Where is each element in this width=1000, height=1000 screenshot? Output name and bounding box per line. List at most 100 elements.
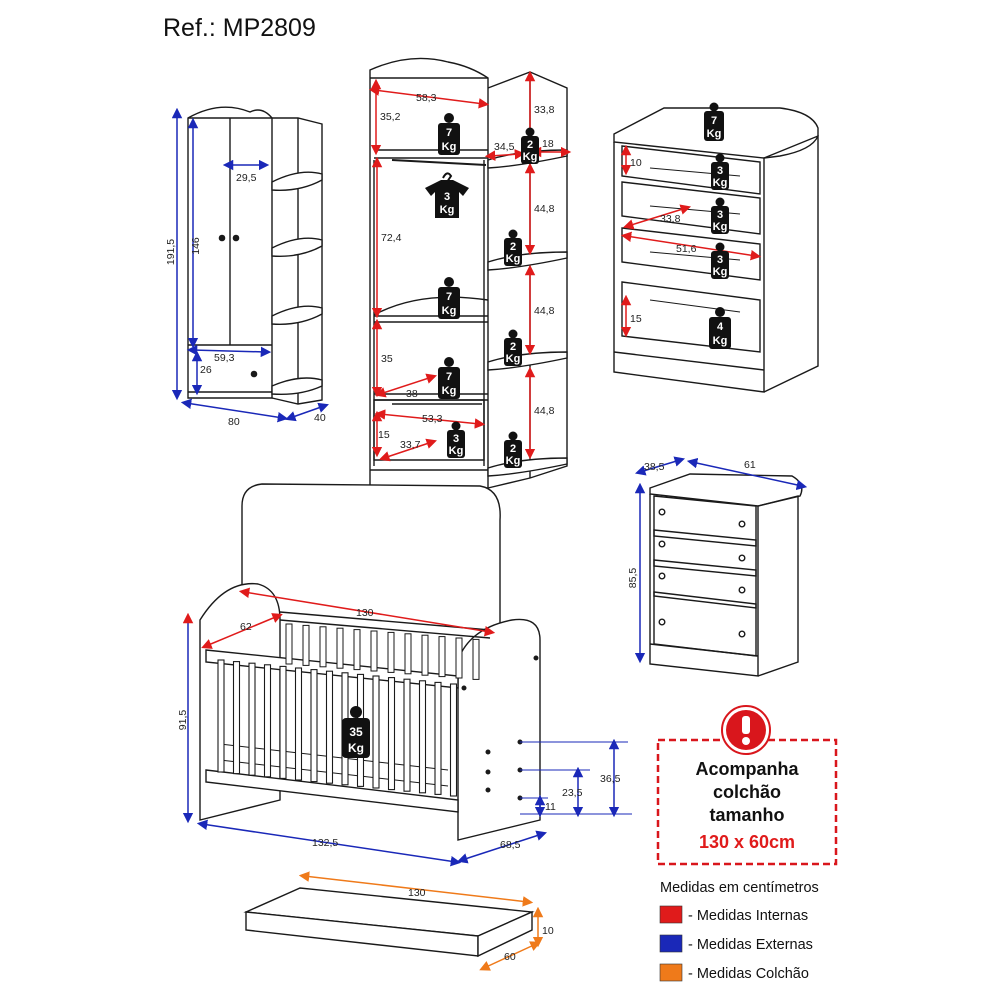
dim-shelf-gap-1: 44,8 xyxy=(534,203,555,215)
dim-crib-height: 91,5 xyxy=(177,710,189,731)
crib-back-slat xyxy=(438,636,446,678)
weight-badge: 2 Kg xyxy=(504,431,522,468)
dim-crib-inner-length: 130 xyxy=(356,607,374,619)
crib-slats xyxy=(217,623,480,797)
dim-crib-depth: 68,5 xyxy=(500,839,521,851)
svg-text:3: 3 xyxy=(717,165,723,177)
dim-height-doors: 146 xyxy=(190,237,202,255)
dim-crib-length: 132,5 xyxy=(312,837,338,849)
svg-text:2: 2 xyxy=(527,139,533,151)
dim-width: 80 xyxy=(228,416,240,428)
dim-height-total: 191,5 xyxy=(165,239,177,265)
weight-badge: 7 Kg xyxy=(438,357,460,399)
crib-slat xyxy=(387,677,396,791)
dim-shelf-gap-3: 44,8 xyxy=(534,405,555,417)
legend-swatch-mattress xyxy=(659,963,683,982)
crib-back-slat xyxy=(387,631,395,673)
dim-drawer-width-tall: 53,3 xyxy=(422,413,443,425)
dim-crib-inner-depth: 62 xyxy=(240,621,252,633)
svg-text:Kg: Kg xyxy=(449,445,464,457)
dim-lower-height: 35 xyxy=(381,353,393,365)
crib-slat xyxy=(263,664,272,778)
crib-slat xyxy=(403,678,411,792)
notice-line-3: tamanho xyxy=(709,805,784,825)
svg-text:Kg: Kg xyxy=(440,204,455,216)
crib-slat xyxy=(294,667,303,781)
dim-bottom-drawer-height: 15 xyxy=(630,313,642,325)
crib-slat xyxy=(418,680,427,794)
dresser-open-weights: 7 Kg 3 Kg 3 Kg 3 Kg 4 Kg xyxy=(704,102,731,349)
weight-badge: 4 Kg xyxy=(709,307,731,349)
dim-shelf-gap-2: 44,8 xyxy=(534,305,555,317)
svg-text:Kg: Kg xyxy=(506,253,521,265)
crib-slat xyxy=(248,662,256,776)
weight-badge: 3 Kg xyxy=(711,242,729,279)
reference-title: Ref.: MP2809 xyxy=(163,14,316,42)
crib-slat xyxy=(279,665,287,779)
svg-text:Kg: Kg xyxy=(348,741,364,755)
svg-text:Kg: Kg xyxy=(713,221,728,233)
crib-back-slat xyxy=(472,638,480,680)
dim-hanging-height: 72,4 xyxy=(381,232,402,244)
crib-back-slat xyxy=(421,634,429,676)
weight-badge: 7 Kg xyxy=(438,113,460,155)
svg-text:2: 2 xyxy=(510,443,516,455)
dim-mattress-length: 130 xyxy=(408,887,426,899)
svg-text:3: 3 xyxy=(717,254,723,266)
dim-drawer-width: 59,3 xyxy=(214,352,235,364)
dim-height-dresser: 85,5 xyxy=(627,568,639,589)
svg-text:Kg: Kg xyxy=(713,266,728,278)
dim-depth: 40 xyxy=(314,412,326,424)
weight-badge: 3 Kg xyxy=(711,153,729,190)
svg-text:7: 7 xyxy=(446,371,452,383)
svg-text:7: 7 xyxy=(711,115,717,127)
dim-shelf-depth-a: 34,5 xyxy=(494,141,515,153)
crib-slat xyxy=(434,681,442,795)
svg-text:Kg: Kg xyxy=(713,177,728,189)
legend-item-internal: - Medidas Internas xyxy=(688,908,808,924)
notice-line-1: Acompanha xyxy=(695,759,799,779)
crib-slat xyxy=(449,683,458,797)
dim-drawer-height-tall: 15 xyxy=(378,429,390,441)
crib-back-slat xyxy=(285,623,293,665)
dim-width-dresser: 61 xyxy=(744,459,756,471)
dim-mattress-width: 60 xyxy=(504,951,516,963)
svg-text:7: 7 xyxy=(446,291,452,303)
svg-text:Kg: Kg xyxy=(442,385,457,397)
dim-depth-dresser: 38,5 xyxy=(644,461,665,473)
crib-back-slat xyxy=(404,633,412,675)
crib-slat xyxy=(372,675,380,789)
dim-crib-level-1: 36,5 xyxy=(600,773,621,785)
svg-text:Kg: Kg xyxy=(506,353,521,365)
crib-back-slat xyxy=(455,637,463,679)
svg-text:Kg: Kg xyxy=(707,128,722,140)
dim-crib-level-3: 11 xyxy=(545,801,556,813)
crib-back-slat xyxy=(353,629,361,671)
wardrobe-small xyxy=(187,106,323,405)
dim-top-width: 58,3 xyxy=(416,92,437,104)
svg-text:7: 7 xyxy=(446,127,452,139)
weight-badge: 3 Kg xyxy=(447,421,465,458)
svg-text:Kg: Kg xyxy=(442,141,457,153)
legend-heading: Medidas em centímetros xyxy=(660,880,819,896)
legend-swatch-internal xyxy=(659,905,683,924)
notice-size: 130 x 60cm xyxy=(699,832,795,852)
weight-badge: 2 Kg xyxy=(521,127,539,164)
mattress-dimensions: 130 10 60 xyxy=(298,871,554,971)
wardrobe-tall-weights: 7 Kg 2 Kg 3 Kg 2 Kg 7 Kg 2 Kg xyxy=(425,113,539,468)
legend: Medidas em centímetros - Medidas Interna… xyxy=(659,880,819,982)
mattress-included-notice: Acompanha colchão tamanho 130 x 60cm xyxy=(656,705,838,866)
legend-item-mattress: - Medidas Colchão xyxy=(688,966,809,982)
crib-back-slat xyxy=(336,627,344,669)
svg-text:35: 35 xyxy=(349,725,363,739)
weight-badge: 2 Kg xyxy=(504,229,522,266)
dim-lower-depth: 38 xyxy=(406,388,418,400)
svg-text:3: 3 xyxy=(453,433,459,445)
crib xyxy=(199,483,541,841)
wardrobe-small-dimensions: 191,5 146 29,5 59,3 26 80 40 xyxy=(165,107,329,428)
weight-badge: 2 Kg xyxy=(504,329,522,366)
svg-text:3: 3 xyxy=(717,209,723,221)
crib-slat xyxy=(217,659,225,773)
dim-mattress-height: 10 xyxy=(542,925,554,937)
